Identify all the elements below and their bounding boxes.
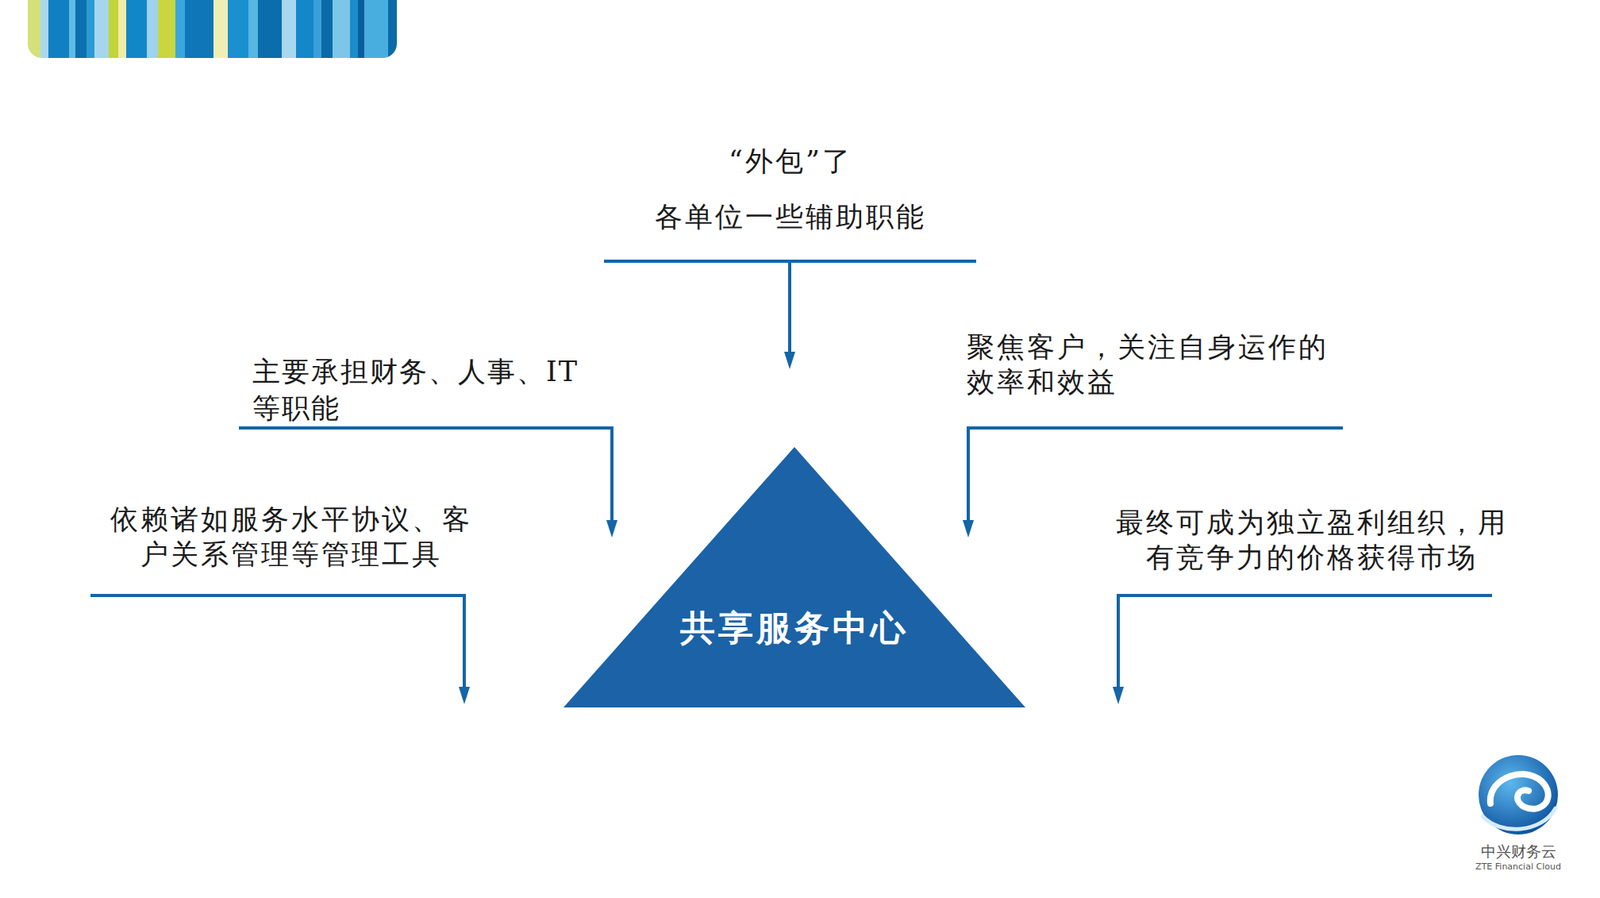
- logo-disc: [1478, 754, 1558, 835]
- stripe: [69, 0, 76, 58]
- stripe-bar: [27, 0, 397, 58]
- company-logo: [1478, 754, 1558, 835]
- center-title: 共享服务中心: [563, 607, 1026, 648]
- arrowhead: [1112, 686, 1124, 704]
- arrowhead: [962, 519, 974, 538]
- logo-swirl: [1482, 807, 1556, 829]
- stripe: [157, 0, 176, 58]
- stripe: [248, 0, 258, 58]
- logo-swirl: [1490, 773, 1549, 809]
- stripe: [175, 0, 185, 58]
- logo-text: ZTE Financial Cloud: [1438, 861, 1598, 873]
- leader-line: [90, 595, 465, 689]
- stripe: [332, 0, 350, 58]
- feature-note: “外包”了 各单位一些辅助职能: [639, 133, 942, 245]
- stripe: [48, 0, 70, 58]
- feature-note: 依赖诸如服务水平协议、客 户关系管理等管理工具: [92, 501, 490, 572]
- stripe: [257, 0, 282, 58]
- arrowhead: [458, 686, 470, 704]
- stripe: [281, 0, 297, 58]
- service-center-triangle: 共享服务中心: [563, 446, 1026, 708]
- arrowhead: [784, 351, 796, 370]
- stripe: [296, 0, 314, 58]
- stripe: [350, 0, 358, 58]
- stripe: [227, 0, 249, 58]
- triangle-shape: [563, 446, 1026, 708]
- stripe: [75, 0, 87, 58]
- stripe: [357, 0, 365, 58]
- leader-line: [788, 261, 792, 354]
- logo-text: 中兴财务云: [1438, 841, 1598, 861]
- stripe: [86, 0, 95, 58]
- stripe: [118, 0, 127, 58]
- stripe: [313, 0, 322, 58]
- leader-line: [1118, 595, 1493, 689]
- feature-note: 主要承担财务、人事、IT 等职能: [252, 353, 626, 427]
- stripe: [321, 0, 333, 58]
- feature-note: 最终可成为独立盈利组织，用 有竞争力的价格获得市场: [1097, 504, 1527, 575]
- stripe: [184, 0, 214, 58]
- stripe: [27, 0, 41, 58]
- stripe: [146, 0, 158, 58]
- stripe: [364, 0, 389, 58]
- stripe: [94, 0, 109, 58]
- stripe: [126, 0, 147, 58]
- stripe: [40, 0, 49, 58]
- arrowhead: [606, 519, 618, 538]
- stripe: [388, 0, 397, 58]
- stripe: [108, 0, 119, 58]
- stripe: [213, 0, 228, 58]
- feature-note: 聚焦客户，关注自身运作的 效率和效益: [966, 329, 1364, 400]
- triangle-fill: [563, 446, 1026, 708]
